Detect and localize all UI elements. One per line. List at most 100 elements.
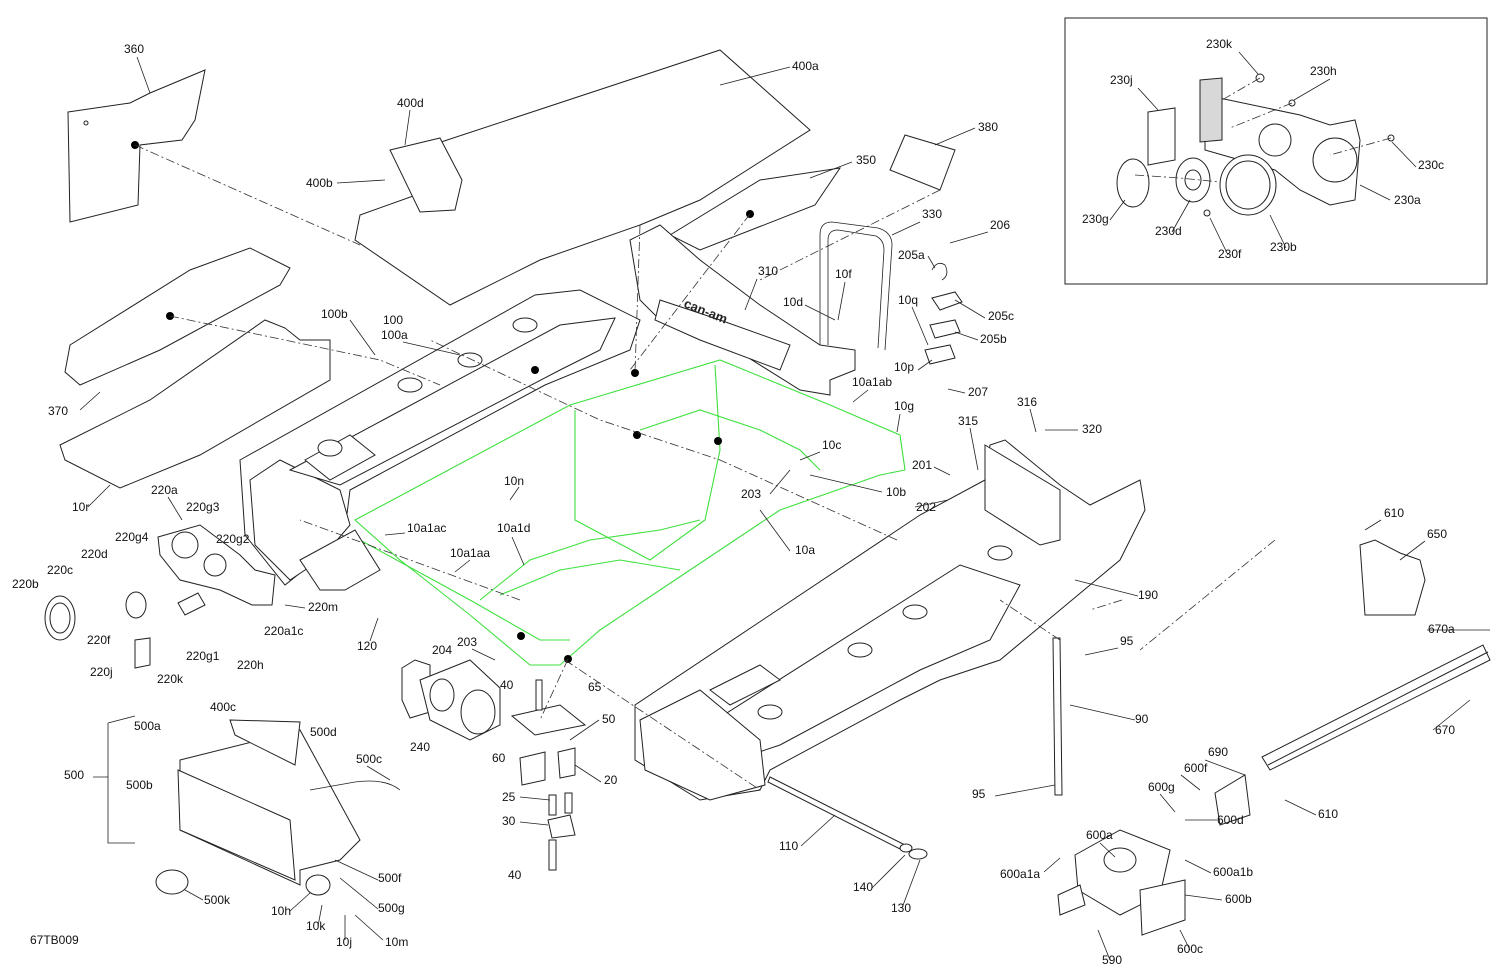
label-600a1b: 600a1b — [1213, 865, 1253, 879]
label-220g2: 220g2 — [216, 532, 250, 546]
label-600b: 600b — [1225, 892, 1252, 906]
part-380-bracket — [889, 134, 956, 191]
label-220k: 220k — [157, 672, 184, 686]
label-230g: 230g — [1082, 212, 1109, 226]
label-500k: 500k — [204, 893, 231, 907]
label-400a: 400a — [792, 59, 819, 73]
label-120: 120 — [357, 639, 377, 653]
label-220a1c: 220a1c — [264, 624, 303, 638]
label-10j: 10j — [336, 935, 352, 949]
label-10a: 10a — [795, 543, 815, 557]
label-30: 30 — [502, 814, 516, 828]
label-10b: 10b — [886, 485, 906, 499]
label-10m: 10m — [385, 935, 408, 949]
label-230a: 230a — [1394, 193, 1421, 207]
label-400d: 400d — [397, 96, 424, 110]
label-140: 140 — [853, 880, 873, 894]
label-500b: 500b — [126, 778, 153, 792]
label-600c: 600c — [1177, 942, 1203, 956]
label-670: 670 — [1435, 723, 1455, 737]
diagram-code: 67TB009 — [30, 933, 79, 947]
part-20-mount-hardware — [510, 679, 587, 871]
label-220d: 220d — [81, 547, 108, 561]
label-240: 240 — [410, 740, 430, 754]
label-130: 130 — [891, 901, 911, 915]
label-220g3: 220g3 — [186, 500, 220, 514]
label-203a: 203 — [741, 487, 761, 501]
label-230j: 230j — [1110, 73, 1133, 87]
label-205b: 205b — [980, 332, 1007, 346]
label-90: 90 — [1135, 712, 1149, 726]
part-90-gas-strut — [1052, 637, 1063, 796]
label-610b: 610 — [1318, 807, 1338, 821]
part-310-rear-bumper: can-am — [629, 224, 856, 396]
part-500-license-bracket — [107, 715, 401, 896]
inset-detail-tail-light — [1064, 17, 1488, 285]
label-400c: 400c — [210, 700, 236, 714]
label-206: 206 — [990, 218, 1010, 232]
label-10f: 10f — [835, 267, 852, 281]
part-670-tow-bar — [1261, 644, 1491, 771]
label-10r: 10r — [72, 500, 89, 514]
label-10a1aa: 10a1aa — [450, 546, 490, 560]
label-500f: 500f — [378, 871, 402, 885]
part-600-hitch-assembly — [1057, 774, 1251, 936]
label-230c: 230c — [1418, 158, 1444, 172]
label-220c: 220c — [47, 563, 73, 577]
label-230d: 230d — [1155, 224, 1182, 238]
label-220h: 220h — [237, 658, 264, 672]
label-10p: 10p — [894, 360, 914, 374]
label-100: 100 — [383, 313, 403, 327]
label-204: 204 — [432, 643, 452, 657]
label-10g: 10g — [894, 399, 914, 413]
part-10-frame-green — [354, 359, 906, 666]
label-202: 202 — [916, 500, 936, 514]
label-201: 201 — [912, 458, 932, 472]
part-110-pivot-rod — [767, 776, 928, 860]
label-100a: 100a — [381, 328, 408, 342]
label-40b: 40 — [508, 868, 522, 882]
label-500g: 500g — [378, 901, 405, 915]
assembly-dashed-lines — [134, 144, 1276, 791]
label-10c: 10c — [822, 438, 841, 452]
label-316: 316 — [1017, 395, 1037, 409]
label-610a: 610 — [1384, 506, 1404, 520]
label-50: 50 — [602, 712, 616, 726]
label-10h: 10h — [271, 904, 291, 918]
label-207: 207 — [968, 385, 988, 399]
label-600g: 600g — [1148, 780, 1175, 794]
label-10d: 10d — [783, 295, 803, 309]
part-204-center-light — [401, 659, 501, 741]
label-380: 380 — [978, 120, 998, 134]
part-370-heat-shields — [59, 247, 331, 489]
label-670a: 670a — [1428, 622, 1455, 636]
label-230k: 230k — [1206, 37, 1233, 51]
label-10a1d: 10a1d — [497, 521, 530, 535]
label-220b: 220b — [12, 577, 39, 591]
label-10a1ac: 10a1ac — [407, 521, 446, 535]
label-500: 500 — [64, 768, 84, 782]
part-100-left-tub — [239, 289, 641, 591]
label-500d: 500d — [310, 725, 337, 739]
label-590: 590 — [1102, 953, 1122, 967]
label-65: 65 — [588, 680, 602, 694]
label-650: 650 — [1427, 527, 1447, 541]
label-10k: 10k — [306, 919, 326, 933]
label-350: 350 — [856, 153, 876, 167]
label-10n: 10n — [504, 474, 524, 488]
label-203b: 203 — [457, 635, 477, 649]
label-315: 315 — [958, 414, 978, 428]
label-100b: 100b — [321, 307, 348, 321]
label-600f: 600f — [1184, 761, 1208, 775]
label-60: 60 — [492, 751, 506, 765]
part-400-cover — [354, 49, 842, 306]
label-220j: 220j — [90, 665, 113, 679]
label-320: 320 — [1082, 422, 1102, 436]
label-600a: 600a — [1086, 828, 1113, 842]
label-190: 190 — [1138, 588, 1158, 602]
label-500c: 500c — [356, 752, 382, 766]
label-600a1a: 600a1a — [1000, 867, 1040, 881]
label-360: 360 — [124, 42, 144, 56]
label-95a: 95 — [1120, 634, 1134, 648]
